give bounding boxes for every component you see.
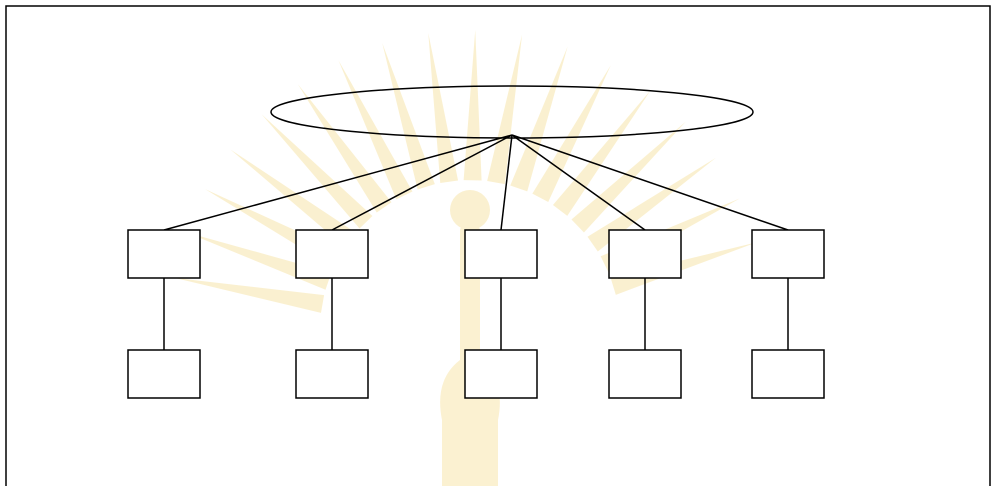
watermark-ray: [552, 90, 651, 216]
watermark-ray: [382, 43, 435, 190]
root-ellipse-node: [270, 85, 754, 139]
top-box-4: [608, 229, 682, 279]
bottom-box-2: [295, 349, 369, 399]
watermark-ray: [261, 114, 373, 229]
top-box-3: [464, 229, 538, 279]
watermark-ray: [587, 157, 716, 252]
root-connector-5: [511, 134, 789, 231]
watermark-emblem-top: [450, 190, 490, 230]
watermark-ray: [571, 121, 686, 233]
bottom-box-3: [464, 349, 538, 399]
bottom-row-boxes: [127, 349, 825, 399]
bottom-box-1: [127, 349, 201, 399]
watermark-ray: [186, 232, 332, 290]
diagram-frame: [5, 5, 991, 486]
top-box-5: [751, 229, 825, 279]
watermark-ray: [230, 149, 356, 248]
watermark-ray: [174, 277, 325, 313]
root-connector-3: [500, 134, 513, 231]
vertical-connectors: [163, 278, 789, 350]
watermark-ray: [338, 60, 413, 200]
root-connector-1: [163, 134, 513, 231]
root-connector-2: [331, 134, 513, 231]
watermark-ray: [487, 34, 523, 185]
top-box-1: [127, 229, 201, 279]
watermark-ray: [428, 32, 459, 183]
root-connectors: [163, 134, 789, 231]
watermark-ray: [510, 46, 568, 192]
watermark-ray: [610, 242, 757, 295]
watermark-ray: [532, 65, 611, 203]
top-row-boxes: [127, 229, 825, 279]
bottom-box-5: [751, 349, 825, 399]
bottom-box-4: [608, 349, 682, 399]
top-box-2: [295, 229, 369, 279]
root-connector-4: [511, 134, 646, 231]
watermark-ray: [297, 84, 392, 213]
watermark-ray: [463, 30, 482, 181]
